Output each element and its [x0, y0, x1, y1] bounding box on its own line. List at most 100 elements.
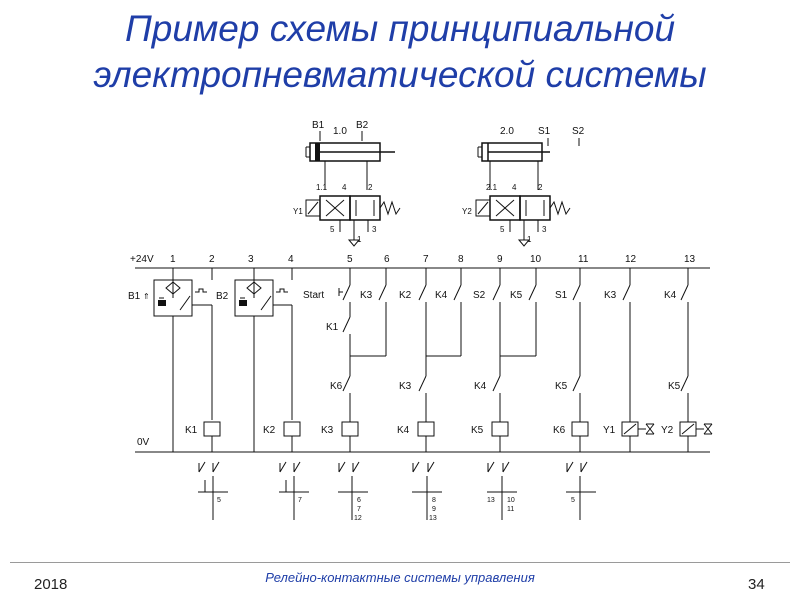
cross-reference-k6: 5 — [566, 461, 596, 520]
ref-k1: 5 — [217, 497, 221, 504]
cross-reference-k2: 7 — [279, 461, 309, 520]
coil-y1-label: Y1 — [603, 425, 616, 436]
ref-k5: 11 — [507, 506, 514, 513]
valve-1-port-2: 2 — [368, 183, 373, 192]
cross-reference-k1: 5 — [198, 461, 228, 520]
ref-k4: 13 — [429, 515, 437, 522]
cross-reference-k4: 8 9 13 — [412, 461, 442, 522]
contact-k5a-label: K5 — [510, 290, 523, 301]
sensor-b1: B1 ⇑ — [128, 268, 213, 452]
circuit-column-13: K4 K5 — [664, 268, 689, 422]
footer-course-title: Релейно-контактные системы управления — [265, 570, 535, 585]
circuit-column-9-10: S2 K5 K4 — [473, 268, 537, 422]
sensor-s1-contact-label: S1 — [555, 290, 568, 301]
sensor-b2: B2 — [216, 268, 293, 452]
cylinder-1-b2-label: B2 — [356, 120, 369, 131]
column-number: 12 — [625, 254, 637, 265]
ref-k4: 8 — [432, 497, 436, 504]
sensor-b2-label: B2 — [216, 291, 229, 302]
coil-k4-label: K4 — [397, 425, 410, 436]
circuit-column-12: K3 — [604, 268, 631, 422]
circuit-column-7-8: K2 K4 K3 — [399, 268, 462, 422]
column-number: 10 — [530, 254, 542, 265]
power-rails: +24V 0V — [130, 254, 710, 453]
svg-text:⇑: ⇑ — [143, 292, 150, 301]
rail-plus-label: +24V — [130, 254, 154, 265]
sensor-s2-contact-label: S2 — [473, 290, 486, 301]
ref-k5: 13 — [487, 497, 495, 504]
ref-k3: 7 — [357, 506, 361, 513]
coil-k3-label: K3 — [321, 425, 334, 436]
contact-k4b-label: K4 — [474, 381, 487, 392]
cylinder-2: 2.0 S1 S2 — [477, 126, 585, 190]
cylinder-1-b1-label: B1 — [312, 120, 325, 131]
valve-2-port-3: 3 — [542, 225, 547, 234]
valve-2: 2.1 4 2 Y2 5 1 3 — [462, 183, 571, 247]
ref-k6: 5 — [571, 497, 575, 504]
cylinder-2-s2-label: S2 — [572, 126, 585, 137]
column-number: 13 — [684, 254, 696, 265]
cylinder-2-name: 2.0 — [500, 126, 514, 137]
valve-2-port-4: 4 — [512, 183, 517, 192]
page-number: 34 — [748, 576, 765, 593]
cross-reference-k5: 13 10 11 — [487, 461, 517, 520]
valve-1-port-1: 1 — [357, 235, 362, 244]
column-number: 6 — [384, 254, 390, 265]
coil-k5-label: K5 — [471, 425, 484, 436]
coils-row: K1 K2 K3 K4 K5 K6 Y1 Y2 — [185, 421, 713, 452]
title-line-2: электропневматической системы — [93, 54, 707, 95]
title-line-1: Пример схемы принципиальной — [124, 8, 676, 49]
column-number: 2 — [209, 254, 215, 265]
sensor-b1-label: B1 — [128, 291, 141, 302]
circuit-column-5-6: Start K1 K3 K6 — [303, 268, 387, 422]
cylinder-1: B1 1.0 B2 — [305, 120, 395, 190]
rail-zero-label: 0V — [137, 437, 150, 448]
footer-year: 2018 — [34, 576, 68, 593]
column-number: 9 — [497, 254, 503, 265]
contact-k1-label: K1 — [326, 322, 339, 333]
column-number: 8 — [458, 254, 464, 265]
column-numbers: 1 2 3 4 5 6 7 8 9 10 11 12 13 — [170, 254, 696, 265]
contact-k4c-label: K4 — [664, 290, 677, 301]
contact-k3a-label: K3 — [360, 290, 373, 301]
valve-1-coil-label: Y1 — [293, 207, 303, 216]
valve-2-port-5: 5 — [500, 225, 505, 234]
ref-k3: 12 — [354, 515, 362, 522]
contact-k5c-label: K5 — [668, 381, 681, 392]
coil-k2-label: K2 — [263, 425, 276, 436]
cylinder-2-s1-label: S1 — [538, 126, 551, 137]
ref-k4: 9 — [432, 506, 436, 513]
contact-k5b-label: K5 — [555, 381, 568, 392]
contact-start-label: Start — [303, 290, 324, 301]
valve-1-port-4: 4 — [342, 183, 347, 192]
contact-k2-label: K2 — [399, 290, 412, 301]
valve-1: 1.1 4 2 Y1 5 1 3 — [293, 183, 401, 247]
contact-k3b-label: K3 — [399, 381, 412, 392]
coil-k1-label: K1 — [185, 425, 198, 436]
ref-k5: 10 — [507, 497, 515, 504]
column-number: 4 — [288, 254, 294, 265]
cylinder-1-name: 1.0 — [333, 126, 347, 137]
coil-k6-label: K6 — [553, 425, 566, 436]
circuit-column-11: S1 K5 — [555, 268, 581, 422]
valve-2-coil-label: Y2 — [462, 207, 472, 216]
contact-k3c-label: K3 — [604, 290, 617, 301]
column-number: 5 — [347, 254, 353, 265]
ref-k3: 6 — [357, 497, 361, 504]
column-number: 7 — [423, 254, 429, 265]
valve-2-port-1: 1 — [527, 235, 532, 244]
ref-k2: 7 — [298, 497, 302, 504]
footer-divider — [10, 562, 790, 563]
valve-2-port-2: 2 — [538, 183, 543, 192]
contact-k4a-label: K4 — [435, 290, 448, 301]
valve-1-port-3: 3 — [372, 225, 377, 234]
column-number: 3 — [248, 254, 254, 265]
valve-1-port-5: 5 — [330, 225, 335, 234]
slide-title: Пример схемы принципиальной электропневм… — [0, 6, 800, 98]
contact-k6-label: K6 — [330, 381, 343, 392]
valve-2-name: 2.1 — [486, 183, 498, 192]
cross-reference-k3: 6 7 12 — [338, 461, 368, 522]
column-number: 11 — [578, 254, 589, 265]
coil-y2-label: Y2 — [661, 425, 674, 436]
